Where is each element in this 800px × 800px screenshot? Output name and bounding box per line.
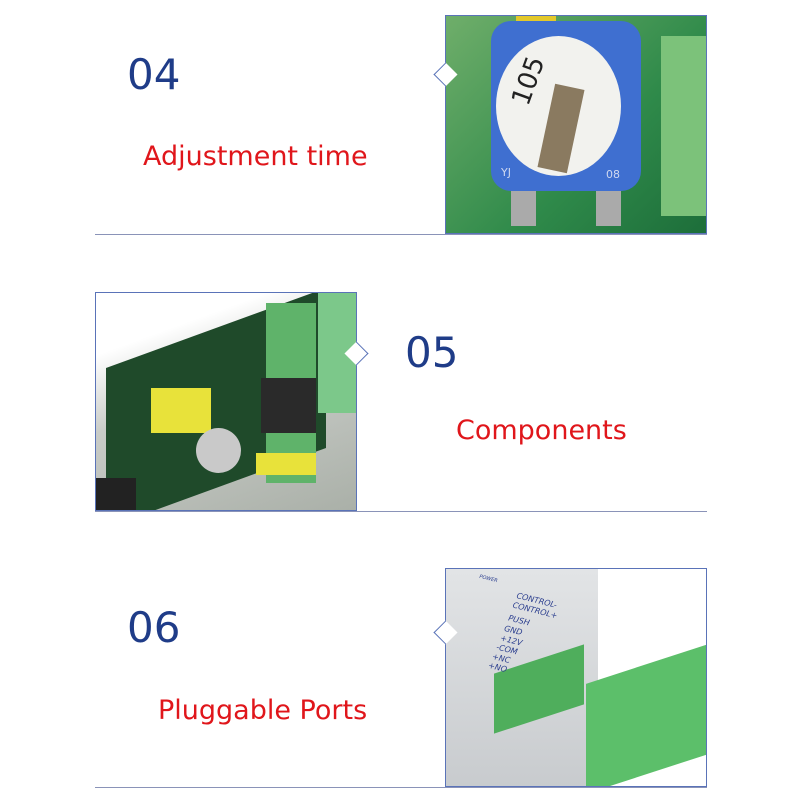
- section-number: 06: [127, 603, 181, 652]
- section-caption: Pluggable Ports: [158, 695, 368, 726]
- pot-label: YJ: [501, 166, 511, 179]
- photo-pluggable-ports: POWER CONTROL- CONTROL+ PUSH GND +12V -C…: [433, 568, 707, 787]
- photo-circuit-board: [95, 292, 369, 511]
- section-number: 04: [127, 50, 181, 99]
- section-caption: Components: [456, 415, 627, 446]
- divider: [95, 234, 707, 235]
- pot-label: 08: [606, 168, 620, 181]
- section-number: 05: [405, 328, 459, 377]
- photo-potentiometer: 105 YJ 08: [433, 15, 707, 234]
- divider: [95, 787, 707, 788]
- divider: [95, 511, 707, 512]
- section-caption: Adjustment time: [143, 141, 368, 172]
